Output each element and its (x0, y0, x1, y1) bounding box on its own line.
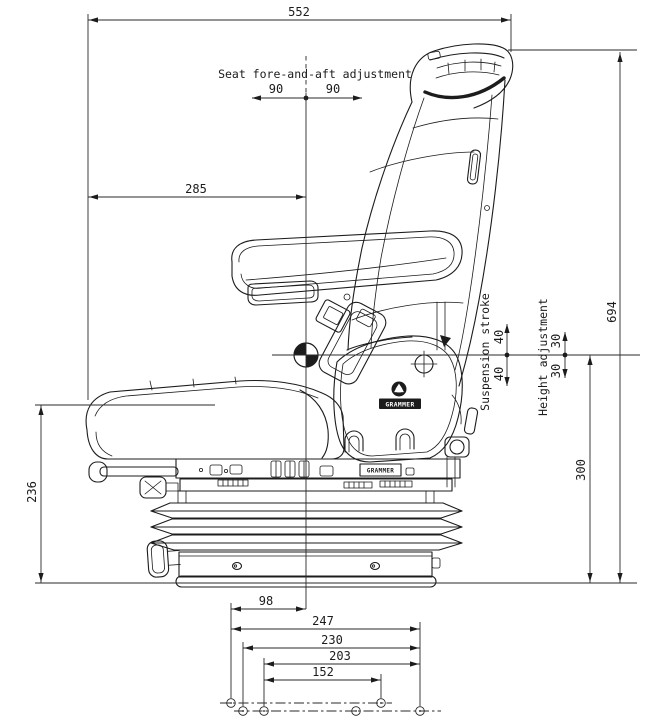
dim-overall-height-value: 694 (605, 301, 619, 323)
dim-cushion-height-value: 236 (25, 481, 39, 503)
dim-mounting-98: 98 (231, 594, 306, 612)
dim-152-value: 152 (312, 665, 334, 679)
suspension-bellows (150, 502, 463, 551)
dim-height-down-value: 30 (549, 364, 563, 378)
grammer-logo-icon (391, 381, 407, 397)
dim-front-to-center: 285 (88, 182, 306, 200)
dim-mounting-203: 203 (264, 649, 420, 667)
seat-artwork: GRAMMER (85, 43, 514, 588)
base-frame (175, 551, 441, 588)
rail-plate (359, 463, 402, 477)
dim-mounting-230: 230 (243, 633, 420, 651)
release-lever (146, 540, 181, 578)
dim-overall-height: 694 (508, 49, 637, 583)
rear-guide-roller (444, 394, 479, 488)
mounting-extension-lines (230, 603, 421, 706)
height-adjustment-label: Height adjustment (536, 298, 550, 416)
mounting-holes (220, 698, 441, 716)
dim-230-value: 230 (321, 633, 343, 647)
dim-cushion-height: 236 (25, 404, 215, 583)
dim-suspension-stroke: 40 40 Suspension stroke (478, 293, 510, 411)
dim-mounting-247: 247 (231, 614, 420, 632)
dim-203-value: 203 (329, 649, 351, 663)
dim-fore-aft-adjustment: Seat fore-and-aft adjustment 90 90 (218, 56, 412, 101)
dim-height-adjustment: 30 30 Height adjustment (536, 298, 568, 416)
backrest (346, 79, 506, 387)
seat-side-panel: GRAMMER (333, 335, 463, 463)
fore-aft-label: Seat fore-and-aft adjustment (218, 67, 412, 81)
dim-mounting-152: 152 (264, 665, 381, 683)
dim-sip-to-ground: 300 (574, 355, 593, 583)
slide-rails: GRAMMER (88, 458, 461, 499)
dim-height-up-value: 30 (549, 334, 563, 348)
seatbelt-buckle (315, 299, 387, 385)
grammer-wordmark-plate (379, 398, 421, 409)
dim-suspension-down-value: 40 (492, 367, 506, 381)
dim-overall-width: 552 (87, 5, 512, 400)
suspension-stroke-label: Suspension stroke (478, 293, 492, 411)
headrest (409, 43, 514, 109)
pivot-pointer-icon (440, 335, 451, 347)
rail-plate-text: GRAMMER (367, 468, 394, 475)
dim-overall-width-value: 552 (288, 5, 310, 19)
dim-247-value: 247 (312, 614, 334, 628)
dim-sip-to-ground-value: 300 (574, 459, 588, 481)
seat-cushion (85, 376, 345, 460)
hatch-strip (217, 479, 413, 489)
dim-98-value: 98 (259, 594, 273, 608)
grammer-wordmark-text: GRAMMER (385, 401, 414, 408)
dim-front-to-center-value: 285 (185, 182, 207, 196)
dim-suspension-up-value: 40 (492, 330, 506, 344)
armrest (231, 230, 463, 306)
dim-fore-aft-right-value: 90 (326, 82, 340, 96)
dim-fore-aft-left-value: 90 (269, 82, 283, 96)
